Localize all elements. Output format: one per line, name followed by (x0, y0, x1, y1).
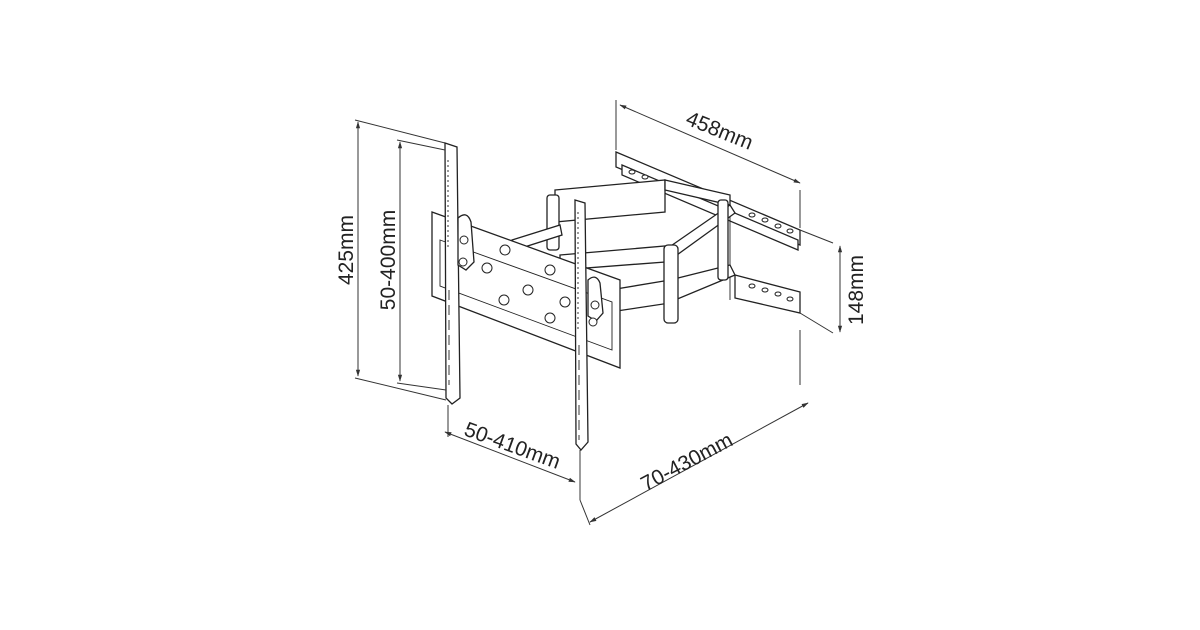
left-vertical-rail (444, 142, 475, 405)
dimension-lines (354, 100, 843, 526)
dimension-label-wall-plate-height: 148mm (845, 255, 868, 325)
cross-plate-bolts (481, 244, 571, 324)
wall-plate-holes (628, 169, 794, 302)
cross-plate (431, 211, 621, 369)
right-vertical-rail (574, 199, 604, 500)
dimension-label-total-height: 425mm (335, 215, 358, 285)
articulating-arms (511, 179, 736, 324)
dimension-label-extension: 70-430mm (637, 429, 736, 496)
dimension-label-vesa-horizontal: 50-410mm (461, 418, 563, 474)
dimension-label-vesa-vertical: 50-400mm (377, 210, 400, 310)
